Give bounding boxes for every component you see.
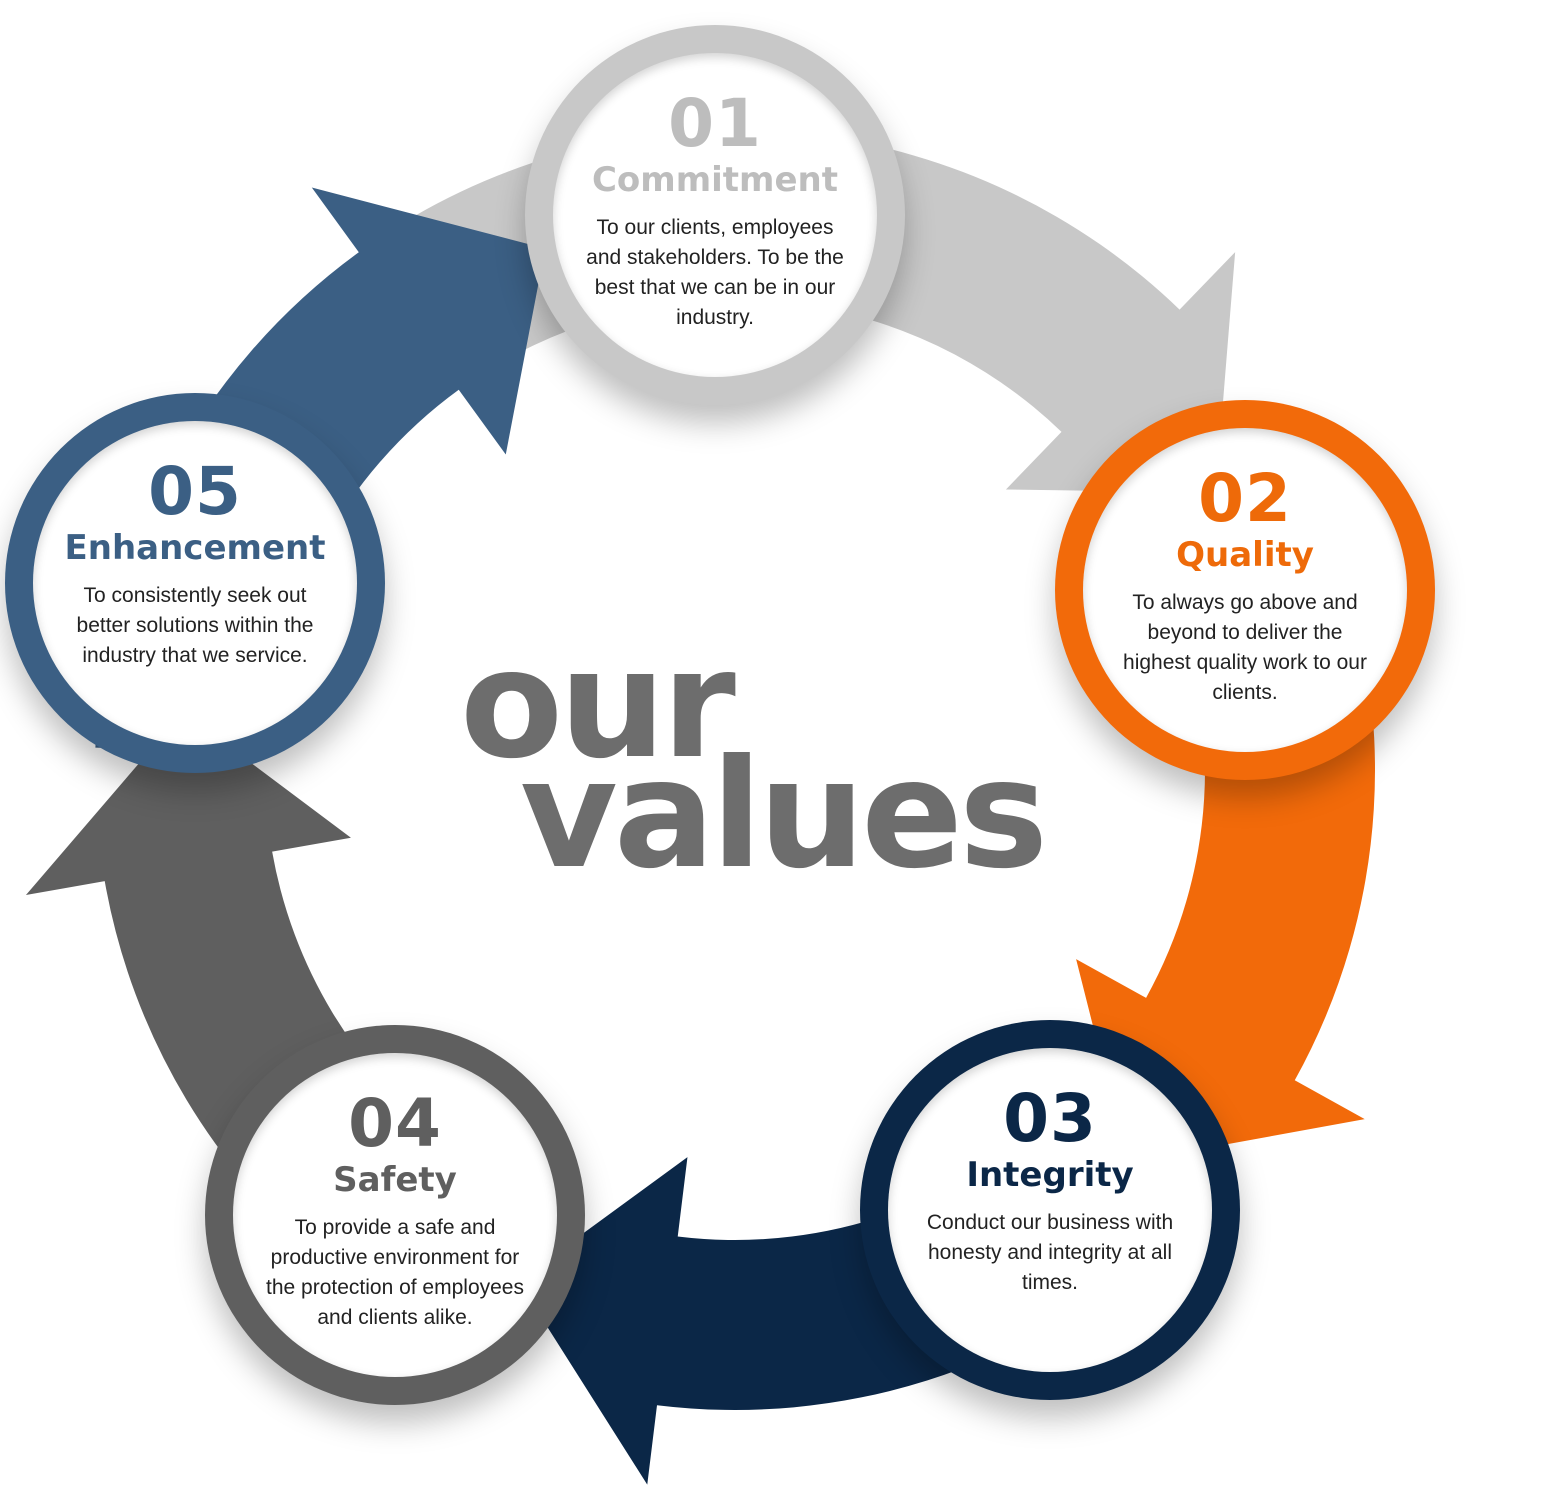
step-quality-title: Quality — [1176, 535, 1314, 575]
step-enhancement-number: 05 — [148, 453, 242, 530]
step-integrity-description: Conduct our business with honesty and in… — [926, 1211, 1174, 1294]
step-enhancement-description: To consistently seek out better solution… — [76, 584, 314, 667]
step-integrity-number: 03 — [1003, 1080, 1097, 1157]
step-safety-description: To provide a safe and productive environ… — [266, 1216, 524, 1329]
step-commitment-title: Commitment — [591, 160, 839, 200]
step-enhancement-face: 05 Enhancement To consistently seek out … — [33, 421, 357, 745]
step-safety-title: Safety — [333, 1160, 457, 1200]
step-quality-face: 02 Quality To always go above and beyond… — [1083, 428, 1407, 752]
step-integrity: 03 Integrity Conduct our business with h… — [860, 1020, 1240, 1400]
step-commitment-face: 01 Commitment To our clients, employees … — [553, 53, 877, 377]
step-quality: 02 Quality To always go above and beyond… — [1055, 400, 1435, 780]
step-commitment: 01 Commitment To our clients, employees … — [525, 25, 905, 405]
step-commitment-description: To our clients, employees and stakeholde… — [586, 216, 844, 329]
step-integrity-face: 03 Integrity Conduct our business with h… — [888, 1048, 1212, 1372]
step-safety-number: 04 — [348, 1085, 442, 1162]
step-enhancement: 05 Enhancement To consistently seek out … — [5, 393, 385, 773]
step-safety-face: 04 Safety To provide a safe and producti… — [233, 1053, 557, 1377]
step-quality-number: 02 — [1198, 460, 1292, 537]
center-title-line-2: values — [520, 728, 1048, 902]
step-commitment-number: 01 — [668, 85, 762, 162]
step-integrity-title: Integrity — [966, 1155, 1134, 1195]
step-quality-description: To always go above and beyond to deliver… — [1123, 591, 1367, 704]
center-title-line-1: our — [460, 618, 736, 792]
step-safety: 04 Safety To provide a safe and producti… — [205, 1025, 585, 1405]
step-enhancement-title: Enhancement — [64, 528, 326, 568]
